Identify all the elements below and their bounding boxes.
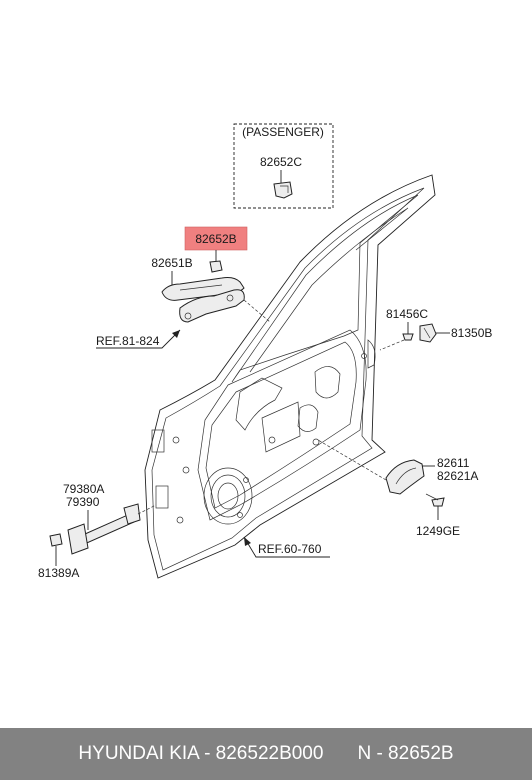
passenger-label: (PASSENGER) (242, 125, 324, 139)
checker-bracket-part (67, 523, 89, 555)
part-79380A-label: 79380A (63, 482, 104, 496)
part-82652C-label: 82652C (260, 155, 302, 169)
part-79390-label: 79390 (66, 495, 100, 509)
passenger-box: (PASSENGER) 82652C (233, 123, 334, 209)
part-81389A-label: 81389A (38, 566, 79, 580)
part-82652B-label: 82652B (195, 232, 236, 246)
part-82611-label: 82611 (437, 456, 470, 470)
latch-parts: 81456C 81350B (379, 307, 492, 351)
checker-end-part (123, 503, 141, 525)
outside-handle: 82651B (151, 256, 245, 323)
footer-bar: HYUNDAI KIA - 826522B000 N - 82652B (0, 728, 532, 780)
highlight-82652B: 82652B (184, 226, 248, 273)
cap-82652B-part (209, 260, 223, 273)
screw-1249GE-part (431, 497, 445, 507)
door-outline (144, 174, 436, 579)
ref-60-760: REF.60-760 (243, 536, 330, 558)
parts-diagram: (PASSENGER) 82652C 82652B 82651B REF.81-… (38, 123, 492, 580)
part-81456C-label: 81456C (386, 307, 428, 321)
ref-81-824: REF.81-824 (96, 299, 271, 349)
footer-oem-number: N - 82652B (357, 743, 454, 764)
ref-60-760-label: REF.60-760 (258, 542, 322, 556)
inside-handle: 82611 82621A 1249GE (317, 439, 478, 538)
cover-82652C-part (273, 181, 293, 199)
handle-82651B-part (161, 277, 245, 301)
door-checker: 79380A 79390 81389A (38, 482, 157, 580)
part-82621A-label: 82621A (437, 469, 478, 483)
footer-part-number: HYUNDAI KIA - 826522B000 (78, 743, 324, 764)
bolt-81456C-part (402, 333, 414, 341)
striker-81350B-part (419, 323, 437, 343)
handle-base-part (179, 289, 245, 323)
part-81350B-label: 81350B (451, 326, 492, 340)
handle-82611-part (385, 459, 425, 495)
ref-81-824-label: REF.81-824 (96, 334, 160, 348)
part-82651B-label: 82651B (151, 256, 192, 270)
bolt-81389A-part (49, 533, 63, 547)
part-1249GE-label: 1249GE (416, 524, 460, 538)
